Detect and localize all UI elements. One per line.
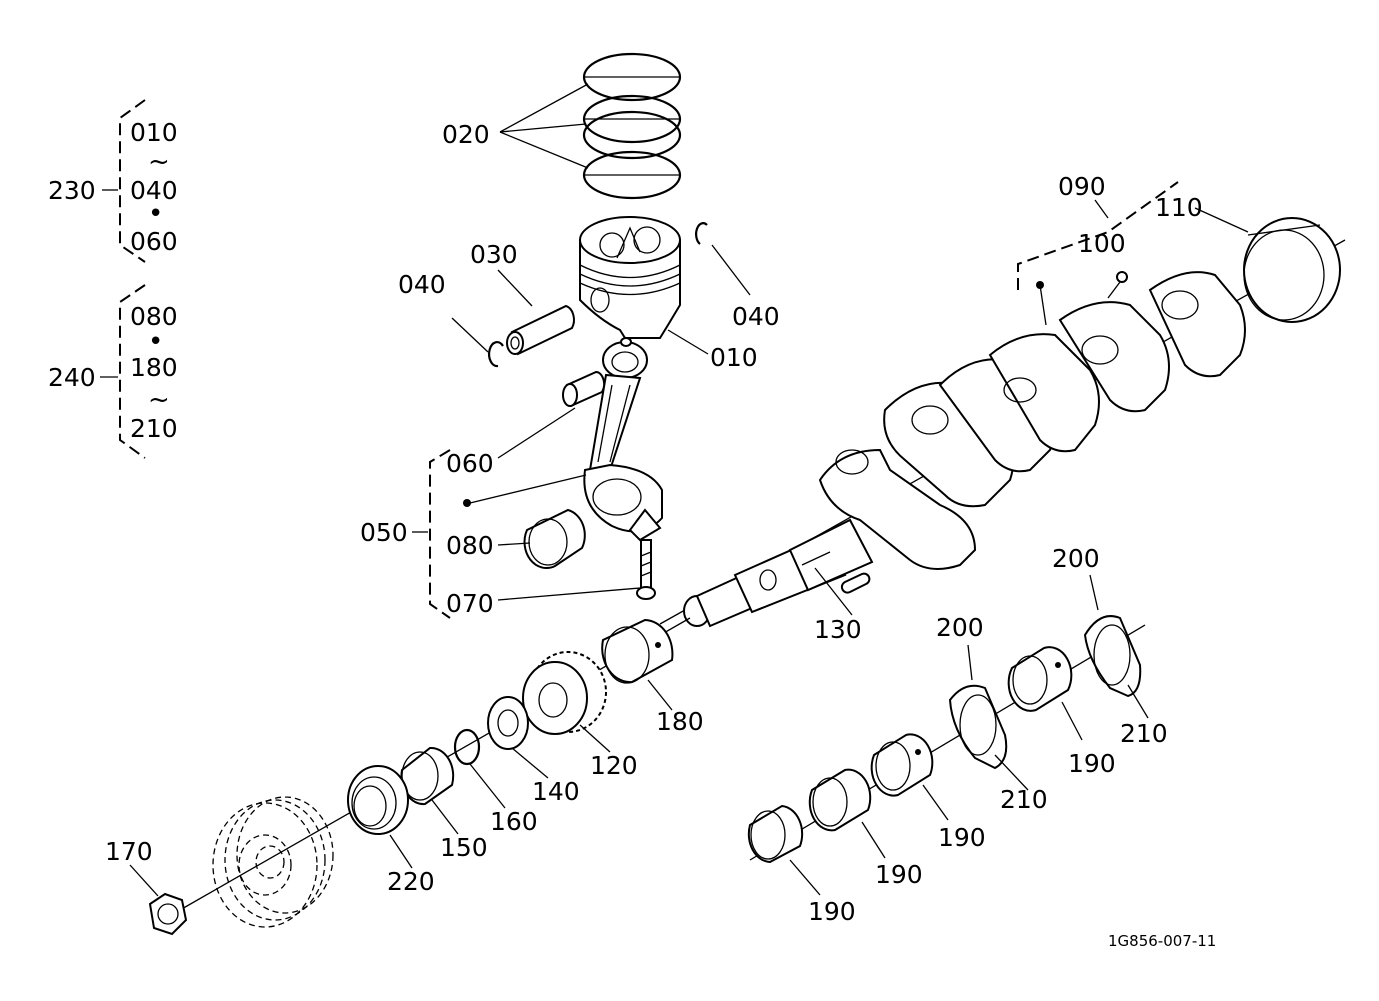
rod-bolt (636, 539, 656, 600)
label-130: 130 (814, 615, 862, 644)
label-090: 090 (1058, 172, 1106, 201)
crankshaft-bracket (1017, 181, 1179, 290)
small-end-bush (562, 370, 606, 407)
label-220: 220 (387, 867, 435, 896)
label-170: 170 (105, 837, 153, 866)
label-200-b: 200 (1052, 544, 1100, 573)
group-240-item-2: 180 (130, 353, 178, 382)
main-bearing-3 (870, 733, 934, 797)
label-180: 180 (656, 707, 704, 736)
group-230: 230 010 ~ 040 • 060 (48, 99, 178, 263)
label-160: 160 (490, 807, 538, 836)
label-190-c: 190 (938, 823, 986, 852)
key (840, 572, 871, 594)
crank-pulley (212, 796, 334, 928)
group-230-item-2: 040 (130, 176, 178, 205)
label-140: 140 (532, 777, 580, 806)
oil-plug (1116, 271, 1128, 283)
thrust-washer-rear (1083, 615, 1142, 698)
crankshaft (659, 239, 1346, 628)
label-070: 070 (446, 589, 494, 618)
group-240-and-symbol: • (148, 327, 163, 357)
rear-seal (1243, 217, 1341, 323)
circlip-right (695, 222, 708, 245)
label-040-left: 040 (398, 270, 446, 299)
pulley-nut (148, 892, 188, 936)
label-050: 050 (360, 518, 408, 547)
big-end-bearing (523, 508, 586, 569)
piston (579, 216, 681, 339)
label-010: 010 (710, 343, 758, 372)
connecting-rod-bracket (429, 449, 451, 619)
label-120: 120 (590, 751, 638, 780)
group-230-label: 230 (48, 176, 96, 205)
piston-pin (506, 304, 575, 356)
piston-rings (582, 52, 682, 200)
group-240-item-3: 210 (130, 414, 178, 443)
label-150: 150 (440, 833, 488, 862)
label-200-a: 200 (936, 613, 984, 642)
label-100: 100 (1078, 229, 1126, 258)
circlip-left (487, 341, 504, 368)
group-240: 240 080 • 180 ~ 210 (48, 284, 178, 459)
label-190-a: 190 (808, 897, 856, 926)
label-040-right: 040 (732, 302, 780, 331)
group-230-bracket (119, 99, 146, 263)
oil-seal (347, 765, 409, 835)
connecting-rod (583, 337, 663, 542)
collar (400, 746, 455, 806)
group-240-range-symbol: ~ (148, 385, 170, 415)
main-bearing-2 (808, 768, 872, 832)
group-240-label: 240 (48, 363, 96, 392)
thrust-washer-front (948, 684, 1008, 770)
main-bearing-4 (1007, 646, 1073, 712)
group-230-and-symbol: • (148, 199, 163, 229)
label-110: 110 (1155, 193, 1203, 222)
label-210-a: 210 (1000, 785, 1048, 814)
figure-code: 1G856-007-11 (1108, 932, 1216, 950)
group-230-item-1: 010 (130, 118, 178, 147)
label-190-d: 190 (1068, 749, 1116, 778)
group-230-range-symbol: ~ (148, 147, 170, 177)
main-bearing-1 (747, 804, 804, 864)
label-060: 060 (446, 449, 494, 478)
crank-gear (522, 651, 607, 735)
label-030: 030 (470, 240, 518, 269)
label-080: 080 (446, 531, 494, 560)
label-020: 020 (442, 120, 490, 149)
thrust-washer (487, 696, 529, 750)
label-210-b: 210 (1120, 719, 1168, 748)
group-230-item-3: 060 (130, 227, 178, 256)
label-190-b: 190 (875, 860, 923, 889)
main-bearing-front (601, 618, 674, 684)
group-240-item-1: 080 (130, 302, 178, 331)
o-ring (453, 728, 481, 766)
group-240-bracket (119, 284, 146, 459)
